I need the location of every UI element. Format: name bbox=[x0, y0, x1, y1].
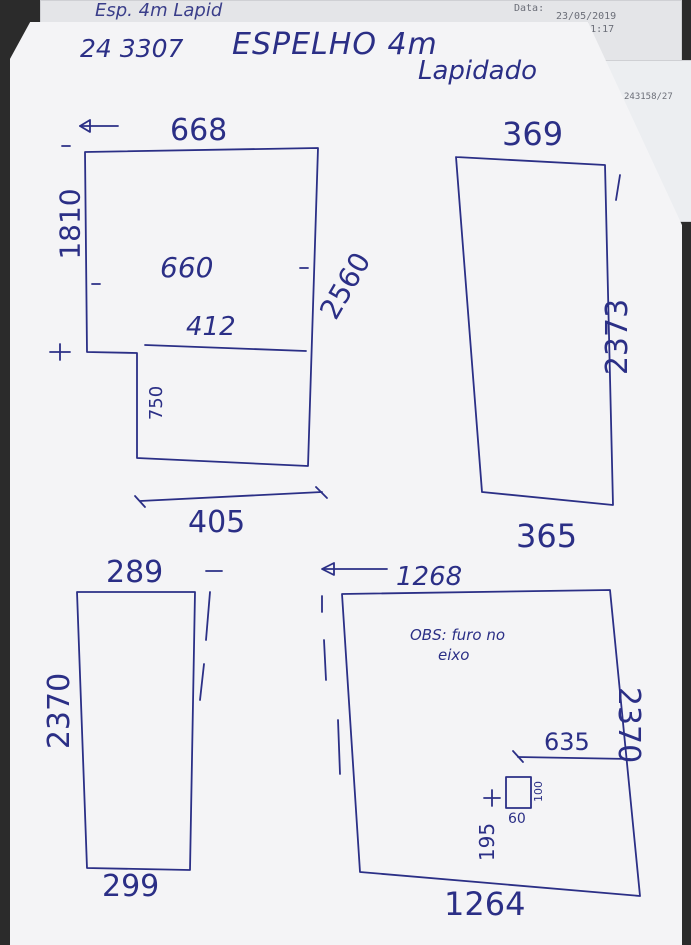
back-sheet-ref: 243158/27 bbox=[624, 92, 673, 102]
piece-3-right-dash-2 bbox=[199, 663, 205, 701]
piece-3-top-dimension: 289 bbox=[106, 555, 164, 590]
piece-4-hole-offset: 635 bbox=[544, 728, 590, 756]
piece-1-bottom-dimension: 405 bbox=[188, 505, 246, 540]
piece-1-bottom-x2 bbox=[315, 486, 328, 499]
piece-4-left-dash-2 bbox=[323, 639, 327, 681]
piece-1-inner-dimension: 660 bbox=[160, 251, 214, 284]
sheet-subtitle: Lapidado bbox=[418, 56, 537, 86]
piece-1-top-arrowhead bbox=[79, 119, 91, 133]
piece-4-hole-bottom: 195 bbox=[475, 822, 500, 862]
piece-4-right-dimension: 2370 bbox=[611, 686, 647, 764]
piece-1-bottom-dim bbox=[139, 491, 323, 502]
piece-2-top-dimension: 369 bbox=[502, 115, 564, 153]
back-sheet-data-label: Data: bbox=[514, 3, 545, 14]
piece-3-bottom-dimension: 299 bbox=[102, 869, 160, 904]
piece-1-step-line bbox=[144, 344, 307, 352]
order-number: 24 3307 bbox=[80, 34, 184, 63]
sheet-title: ESPELHO 4m bbox=[232, 27, 438, 62]
piece-4-top-arrowhead bbox=[321, 562, 335, 576]
piece-1-top-dimension: 668 bbox=[170, 113, 228, 148]
piece-2-right-dimension: 2373 bbox=[600, 298, 636, 376]
piece-4-left-dash-3 bbox=[337, 719, 341, 775]
piece-4-bottom-dimension: 1264 bbox=[444, 885, 526, 923]
piece-4-hole-height: 100 bbox=[532, 781, 545, 802]
piece-4-note-line-1: OBS: furo no bbox=[410, 626, 506, 644]
back-sheet-date: 23/05/2019 bbox=[556, 11, 617, 22]
piece-4-hole-dim bbox=[517, 756, 631, 760]
sketch-paper bbox=[10, 22, 682, 945]
piece-2-outline bbox=[455, 156, 614, 506]
piece-2-bottom-dimension: 365 bbox=[516, 517, 578, 555]
piece-1-lower-left-dimension: 750 bbox=[146, 385, 168, 421]
piece-3-left-dimension: 2370 bbox=[42, 672, 78, 750]
back-sheet-top-left-text: Esp. 4m Lapid bbox=[95, 0, 223, 21]
piece-4-outline bbox=[341, 589, 641, 897]
piece-4-hole-width: 60 bbox=[508, 811, 526, 827]
piece-2-right-dash bbox=[615, 174, 621, 201]
piece-4-note-line-2: eixo bbox=[438, 646, 470, 664]
piece-4-top-dimension: 1268 bbox=[396, 562, 463, 592]
piece-3-right-dash-1 bbox=[205, 591, 211, 641]
piece-4-hole-x1 bbox=[512, 750, 524, 763]
piece-3-outline bbox=[76, 591, 196, 871]
piece-1-bottom-x1 bbox=[134, 495, 146, 508]
piece-1-step-dimension: 412 bbox=[186, 312, 236, 342]
piece-4-hole bbox=[505, 776, 532, 809]
piece-1-outline bbox=[84, 147, 319, 467]
piece-1-left-dimension: 1810 bbox=[53, 188, 87, 260]
